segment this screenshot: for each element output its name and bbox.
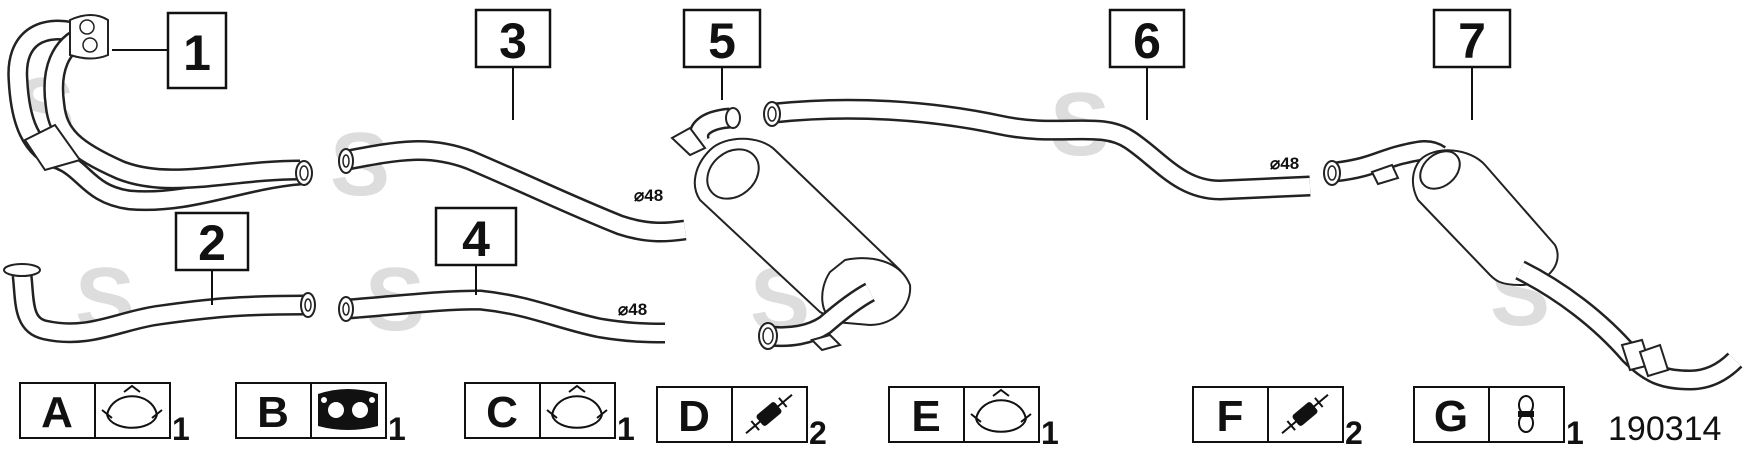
- legend-letter-box: [888, 386, 965, 443]
- part-6-rear-pipe[interactable]: ⌀48: [763, 98, 1311, 201]
- legend-quantity: 1: [388, 411, 406, 447]
- legend-letter-box: [464, 382, 541, 439]
- callout-box: [434, 206, 518, 267]
- callout-4: 4: [434, 206, 518, 295]
- diameter-label: ⌀48: [634, 186, 663, 205]
- part-1-front-pipe[interactable]: [7, 14, 313, 212]
- legend-quantity: 1: [1566, 415, 1584, 449]
- callout-number: 6: [1133, 13, 1161, 69]
- callout-box: [1432, 8, 1512, 69]
- legend-letter: B: [257, 388, 289, 437]
- legend-letter: C: [486, 388, 518, 437]
- gasket-icon: [318, 389, 378, 430]
- legend-quantity: 1: [1041, 415, 1059, 449]
- fitting-legend: A 1 B 1 C: [19, 382, 1584, 449]
- legend-icon-box: [963, 386, 1040, 443]
- callout-number: 4: [462, 211, 490, 267]
- legend-item-b[interactable]: B 1: [235, 382, 406, 447]
- part-3-intermediate-pipe[interactable]: ⌀48: [338, 140, 687, 243]
- diameter-label: ⌀48: [618, 300, 647, 319]
- legend-quantity: 1: [617, 411, 635, 447]
- legend-letter-box: [1413, 386, 1490, 443]
- legend-item-a[interactable]: A 1: [19, 382, 190, 447]
- legend-icon-box: [1267, 386, 1344, 443]
- clamp-icon: [101, 384, 163, 429]
- legend-icon-box: [94, 382, 171, 439]
- legend-letter-box: [1192, 386, 1269, 443]
- callout-number: 5: [708, 13, 736, 69]
- callout-number: 2: [198, 215, 226, 271]
- hanger-ring-icon: [1518, 395, 1534, 433]
- legend-letter: F: [1217, 392, 1244, 441]
- legend-quantity: 2: [809, 415, 827, 449]
- legend-letter: D: [678, 392, 710, 441]
- callout-box: [174, 211, 250, 272]
- legend-item-d[interactable]: D 2: [656, 386, 827, 449]
- clamp-icon: [546, 384, 608, 429]
- legend-letter: E: [911, 392, 940, 441]
- callout-number: 3: [499, 13, 527, 69]
- legend-quantity: 2: [1345, 415, 1363, 449]
- callout-number: 7: [1458, 13, 1486, 69]
- legend-letter-box: [656, 386, 733, 443]
- legend-letter-box: [235, 382, 312, 439]
- legend-letter: G: [1434, 392, 1468, 441]
- legend-icon-box: [539, 382, 616, 439]
- callout-box: [166, 11, 228, 90]
- callout-6: 6: [1108, 8, 1186, 120]
- legend-item-f[interactable]: F 2: [1192, 386, 1363, 449]
- callout-box: [474, 8, 552, 69]
- callout-box: [1108, 8, 1186, 69]
- callout-5: 5: [682, 8, 762, 100]
- part-4-intermediate-pipe[interactable]: ⌀48: [338, 289, 666, 344]
- rubber-mount-icon: [1281, 393, 1329, 435]
- callout-7: 7: [1432, 8, 1512, 120]
- callout-number: 1: [183, 25, 211, 81]
- diagram-reference-code: 190314: [1608, 410, 1721, 448]
- legend-icon-box: [731, 386, 808, 443]
- part-2-link-pipe[interactable]: [3, 263, 316, 344]
- callout-2: 2: [174, 211, 250, 305]
- legend-item-g[interactable]: G 1: [1413, 386, 1584, 449]
- callout-box: [682, 8, 762, 69]
- legend-letter: A: [41, 388, 73, 437]
- callout-1: 1: [112, 11, 228, 90]
- part-7-rear-silencer[interactable]: [1323, 140, 1743, 391]
- diameter-label: ⌀48: [1270, 154, 1299, 173]
- part-5-center-silencer[interactable]: [670, 107, 912, 352]
- legend-item-c[interactable]: C 1: [464, 382, 635, 447]
- rubber-mount-icon: [745, 393, 793, 435]
- callout-3: 3: [474, 8, 552, 120]
- legend-quantity: 1: [172, 411, 190, 447]
- legend-item-e[interactable]: E 1: [888, 386, 1059, 449]
- clamp-icon: [970, 388, 1032, 433]
